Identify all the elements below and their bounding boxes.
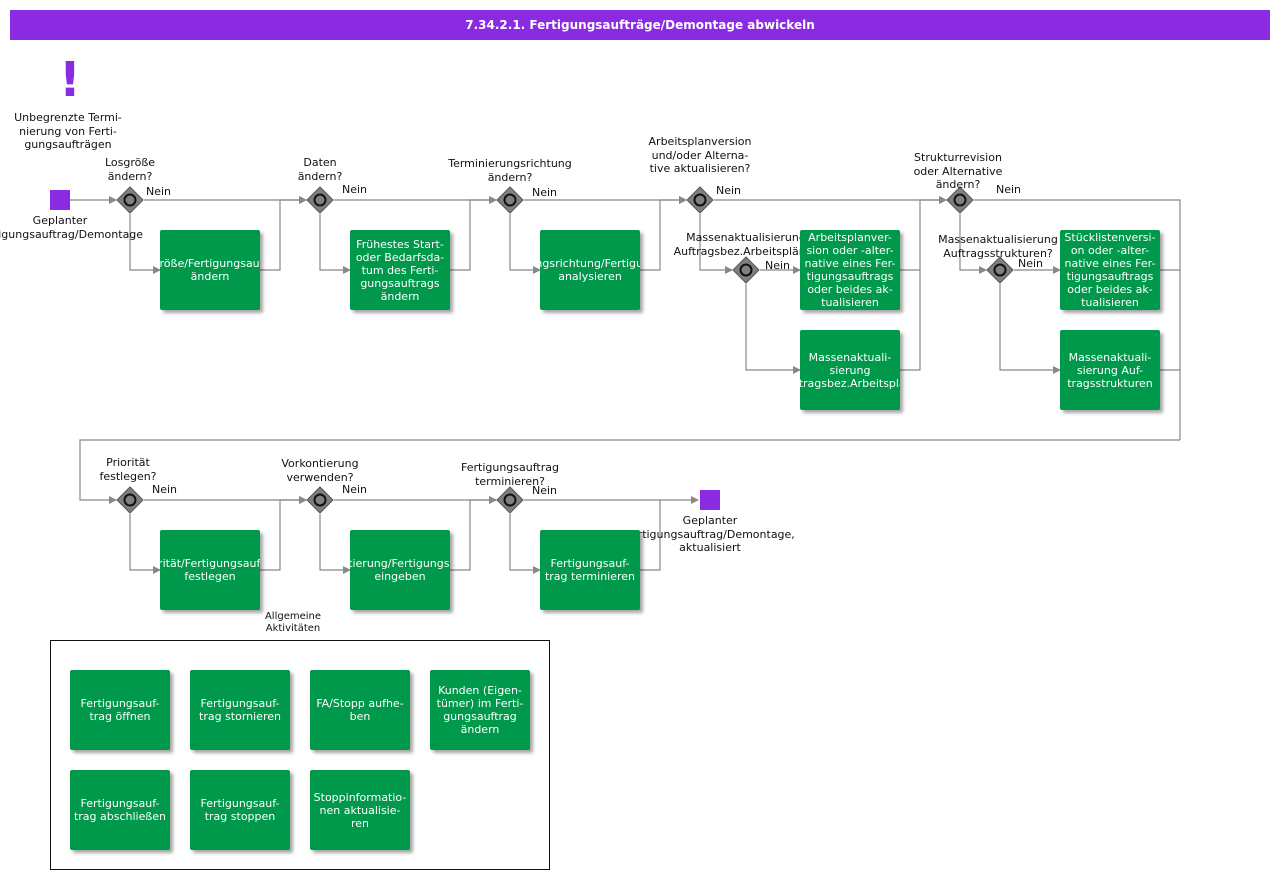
start-event-square-icon[interactable]	[50, 190, 70, 210]
task-label: Priorität/Fertigungsauftrag festlegen	[160, 557, 260, 583]
gateway-diamond-icon[interactable]	[686, 186, 714, 214]
start-event-label: Geplanter Fertigungsauftrag/Demontage	[0, 214, 144, 241]
gateway-diamond-icon[interactable]	[306, 186, 334, 214]
task-label: Stücklistenversi- on oder -alter- native…	[1064, 231, 1156, 309]
task-arbeitsplanversion-aktualisieren[interactable]: Arbeitsplanver- sion oder -alter- native…	[800, 230, 900, 310]
gateway-label: Strukturrevision oder Alternative ändern…	[913, 151, 1003, 191]
gateway-label: Terminierungsrichtung ändern?	[448, 157, 572, 184]
gateway-label: Vorkontierung verwenden?	[281, 457, 359, 484]
task-label: Terminierungsrichtung/Fertigungsauftrag …	[540, 257, 640, 283]
gateway-label: Priorität festlegen?	[99, 456, 157, 483]
end-event-label: Geplanter Fertigungsauftrag/Demontage, a…	[625, 514, 795, 554]
task-startdatum-aendern[interactable]: Frühestes Start- oder Bedarfsda- tum des…	[350, 230, 450, 310]
gateway-diamond-icon[interactable]	[116, 186, 144, 214]
no-label: Nein	[716, 184, 742, 197]
no-label: Nein	[342, 183, 368, 196]
task-fertigungsauftrag-oeffnen[interactable]: Fertigungsauf- trag öffnen	[70, 670, 170, 750]
task-label: Frühestes Start- oder Bedarfsda- tum des…	[355, 237, 445, 303]
general-activities-box	[50, 640, 550, 870]
task-label: Stoppinformatio- nen aktualisie- ren	[313, 790, 407, 830]
task-label: Fertigungsauf- trag öffnen	[80, 697, 160, 723]
gateway-label: Daten ändern?	[297, 156, 343, 183]
task-kunden-aendern[interactable]: Kunden (Eigen- tümer) im Ferti- gungsauf…	[430, 670, 530, 750]
trigger-label: Unbegrenzte Termi- nierung von Ferti- gu…	[14, 111, 122, 151]
gateway-diamond-icon[interactable]	[732, 256, 760, 284]
exclamation-icon: !	[59, 52, 81, 108]
task-label: Kunden (Eigen- tümer) im Ferti- gungsauf…	[436, 684, 524, 736]
task-label: Massenaktuali- sierung Auf- tragsstruktu…	[1067, 350, 1153, 390]
no-label: Nein	[152, 483, 178, 496]
no-label: Nein	[1018, 257, 1044, 270]
task-label: FA/Stopp aufhe- ben	[316, 697, 404, 723]
task-vorkontierung-eingeben[interactable]: Vorkontierung/Fertigungsauftrag eingeben	[350, 530, 450, 610]
task-losgroesse-aendern[interactable]: Losgröße/Fertigungsauftrag ändern	[160, 230, 260, 310]
gateway-diamond-icon[interactable]	[306, 486, 334, 514]
task-label: Vorkontierung/Fertigungsauftrag eingeben	[350, 557, 450, 583]
end-event-square-icon[interactable]	[700, 490, 720, 510]
no-label: Nein	[765, 259, 791, 272]
task-massenaktualisierung-arbeitsplaene[interactable]: Massenaktuali- sierung Auftragsbez.Arbei…	[800, 330, 900, 410]
task-label: Fertigungsauf- trag abschließen	[73, 797, 167, 823]
gateway-label: Fertigungsauftrag terminieren?	[461, 461, 559, 488]
general-activities-label: Allgemeine Aktivitäten	[264, 611, 322, 634]
task-massenaktualisierung-strukturen[interactable]: Massenaktuali- sierung Auf- tragsstruktu…	[1060, 330, 1160, 410]
task-fertigungsauftrag-terminieren[interactable]: Fertigungsauf- trag terminieren	[540, 530, 640, 610]
no-label: Nein	[996, 183, 1022, 196]
task-fertigungsauftrag-stoppen[interactable]: Fertigungsauf- trag stoppen	[190, 770, 290, 850]
gateway-diamond-icon[interactable]	[496, 186, 524, 214]
task-label: Losgröße/Fertigungsauftrag ändern	[160, 257, 260, 283]
task-stuecklistenversion-aktualisieren[interactable]: Stücklistenversi- on oder -alter- native…	[1060, 230, 1160, 310]
gateway-diamond-icon[interactable]	[946, 186, 974, 214]
task-terminierungsrichtung-analysieren[interactable]: Terminierungsrichtung/Fertigungsauftrag …	[540, 230, 640, 310]
gateway-label: Massenaktualisierung Auftragsbez.Arbeits…	[673, 231, 819, 258]
task-fertigungsauftrag-abschliessen[interactable]: Fertigungsauf- trag abschließen	[70, 770, 170, 850]
no-label: Nein	[532, 186, 558, 199]
gateway-diamond-icon[interactable]	[116, 486, 144, 514]
gateway-label: Losgröße ändern?	[104, 156, 156, 183]
task-label: Fertigungsauf- trag stornieren	[199, 697, 281, 723]
task-fa-stopp-aufheben[interactable]: FA/Stopp aufhe- ben	[310, 670, 410, 750]
task-fertigungsauftrag-stornieren[interactable]: Fertigungsauf- trag stornieren	[190, 670, 290, 750]
gateway-label: Massenaktualisierung Auftragsstrukturen?	[938, 233, 1058, 260]
no-label: Nein	[146, 185, 172, 198]
gateway-label: Arbeitsplanversion und/oder Alterna- tiv…	[648, 135, 752, 175]
task-prioritaet-festlegen[interactable]: Priorität/Fertigungsauftrag festlegen	[160, 530, 260, 610]
task-label: Arbeitsplanver- sion oder -alter- native…	[804, 231, 896, 309]
diagram-title: 7.34.2.1. Fertigungsaufträge/Demontage a…	[10, 10, 1270, 40]
task-label: Fertigungsauf- trag terminieren	[544, 557, 636, 583]
task-stoppinformationen-aktualisieren[interactable]: Stoppinformatio- nen aktualisie- ren	[310, 770, 410, 850]
task-label: Fertigungsauf- trag stoppen	[200, 797, 280, 823]
no-label: Nein	[532, 484, 558, 497]
gateway-diamond-icon[interactable]	[986, 256, 1014, 284]
task-label: Massenaktuali- sierung Auftragsbez.Arbei…	[800, 350, 900, 390]
no-label: Nein	[342, 483, 368, 496]
gateway-diamond-icon[interactable]	[496, 486, 524, 514]
